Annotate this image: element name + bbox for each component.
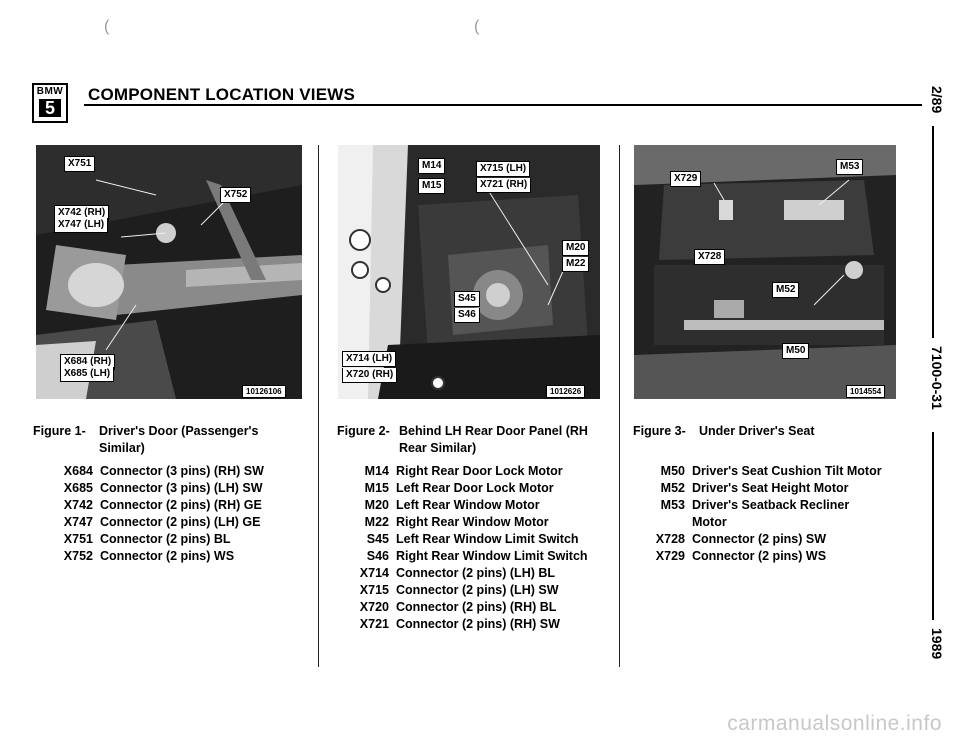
scan-mark: ( (104, 18, 110, 35)
callout-s46: S46 (454, 308, 480, 323)
sidebar-year: 1989 (929, 628, 945, 660)
sidebar-doc-code: 7100-0-31 (929, 346, 945, 410)
page-title: COMPONENT LOCATION VIEWS (88, 85, 356, 104)
bmw-series-logo: BMW 5 (32, 83, 68, 123)
callout-m22: M22 (562, 257, 590, 272)
figure-2-caption: Figure 2-Behind LH Rear Door Panel (RH R… (337, 424, 588, 455)
figure-2-photo: M14 M15 X715 (LH) X721 (RH) M20 M22 S45 … (338, 145, 600, 399)
callout-x720: X720 (RH) (342, 368, 398, 383)
scan-mark: ( (474, 18, 480, 35)
callout-m15: M15 (418, 178, 446, 194)
callout-x685: X685 (LH) (60, 367, 115, 382)
watermark: carmanualsonline.info (727, 712, 942, 735)
callout-x729: X729 (670, 171, 702, 187)
callout-m53: M53 (836, 159, 864, 175)
sidebar-date: 2/89 (929, 86, 945, 114)
sidebar-rule (932, 126, 934, 338)
column-divider (619, 145, 620, 667)
callout-m50: M50 (782, 343, 810, 359)
figure-1-photo: X751 X752 X742 (RH) X747 (LH) X684 (RH) … (36, 145, 302, 399)
callout-x751: X751 (64, 156, 96, 172)
figure-3-photo: X729 M53 X728 M52 M50 1014554 (634, 145, 896, 399)
figure-3-caption: Figure 3-Under Driver's Seat (633, 424, 815, 438)
callout-x715: X715 (LH) (476, 161, 531, 177)
callout-s45: S45 (454, 291, 480, 307)
callout-x747: X747 (LH) (54, 218, 109, 233)
callout-x728: X728 (694, 249, 726, 265)
callout-m20: M20 (562, 240, 590, 256)
callout-x714: X714 (LH) (342, 351, 397, 367)
callout-x752: X752 (220, 187, 252, 203)
callout-m14: M14 (418, 158, 446, 174)
photo-number: 1012626 (546, 385, 586, 398)
photo-number: 10126106 (242, 385, 286, 398)
sidebar-rule (932, 432, 934, 620)
column-divider (318, 145, 319, 667)
callout-x721: X721 (RH) (476, 178, 532, 193)
photo-number: 1014554 (846, 385, 886, 398)
header-rule (84, 104, 922, 106)
callout-m52: M52 (772, 282, 800, 298)
figure-1-caption: Figure 1-Driver's Door (Passenger's Simi… (33, 424, 259, 455)
